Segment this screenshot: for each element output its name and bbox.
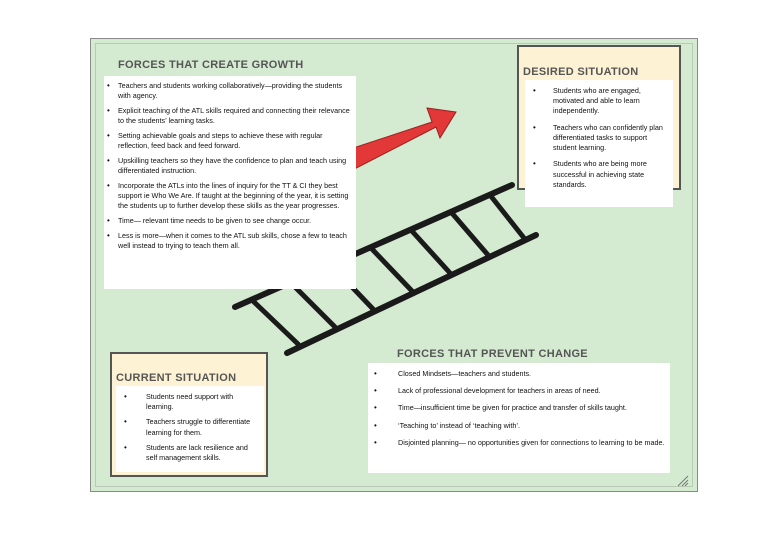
list-item: Students need support with learning. — [116, 392, 260, 412]
list-item: Students who are being more successful i… — [525, 159, 669, 190]
list-item: Time—insufficient time be given for prac… — [368, 403, 666, 414]
prevent-heading: FORCES THAT PREVENT CHANGE — [397, 348, 588, 360]
list-item: Students are lack resilience and self ma… — [116, 443, 260, 463]
current-list: Students need support with learning. Tea… — [116, 392, 260, 463]
list-item: Closed Mindsets—teachers and students. — [368, 369, 666, 380]
growth-panel: Teachers and students working collaborat… — [104, 76, 356, 289]
ladder-rung — [487, 192, 527, 241]
list-item: Incorporate the ATLs into the lines of i… — [104, 181, 352, 212]
desired-list: Students who are engaged, motivated and … — [525, 86, 669, 190]
growth-list: Teachers and students working collaborat… — [104, 81, 352, 251]
growth-heading: FORCES THAT CREATE GROWTH — [118, 59, 304, 71]
list-item: Upskilling teachers so they have the con… — [104, 156, 352, 176]
ladder-rung — [249, 297, 301, 347]
list-item: Teachers and students working collaborat… — [104, 81, 352, 101]
prevent-panel: Closed Mindsets—teachers and students. L… — [368, 363, 670, 473]
list-item: Time— relevant time needs to be given to… — [104, 216, 352, 227]
desired-heading: DESIRED SITUATION — [523, 66, 639, 78]
ladder-rung — [408, 227, 453, 276]
list-item: Less is more—when it comes to the ATL su… — [104, 231, 352, 251]
list-item: Explicit teaching of the ATL skills requ… — [104, 106, 352, 126]
ladder-graphic — [232, 182, 539, 356]
list-item: Students who are engaged, motivated and … — [525, 86, 669, 117]
list-item: Lack of professional development for tea… — [368, 386, 666, 397]
ladder-rail-lower — [284, 232, 539, 356]
list-item: Teachers who can confidently plan differ… — [525, 123, 669, 154]
current-heading: CURRENT SITUATION — [116, 372, 237, 384]
list-item: Disjointed planning— no opportunities gi… — [368, 438, 666, 449]
ladder-rung — [368, 245, 415, 294]
ladder-rung — [288, 280, 338, 330]
desired-panel: Students who are engaged, motivated and … — [525, 80, 673, 207]
board-frame — [95, 43, 693, 487]
resize-grip-icon — [677, 475, 689, 487]
list-item: ‘Teaching to’ instead of ‘teaching with’… — [368, 421, 666, 432]
current-panel: Students need support with learning. Tea… — [116, 386, 264, 472]
ladder-rung — [448, 209, 491, 258]
list-item: Setting achievable goals and steps to ac… — [104, 131, 352, 151]
list-item: Teachers struggle to differentiate learn… — [116, 417, 260, 437]
prevent-list: Closed Mindsets—teachers and students. L… — [368, 369, 666, 448]
